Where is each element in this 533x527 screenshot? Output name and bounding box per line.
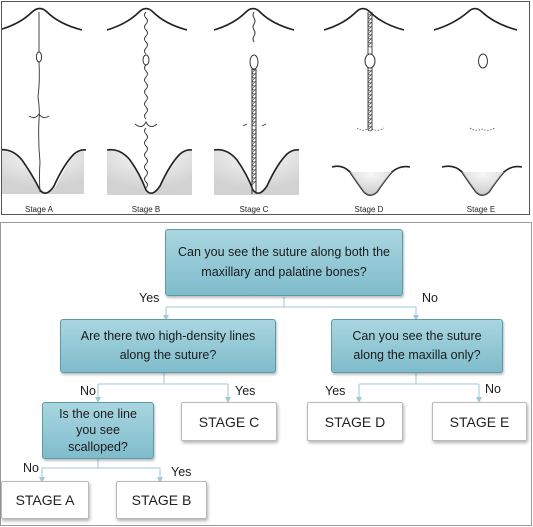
- stage-d-result-box: STAGE D: [307, 402, 403, 441]
- stage-e-result-text: STAGE E: [449, 413, 510, 430]
- q2-yes-label: Yes: [235, 384, 256, 398]
- question-3-box: Can you see the suture along the maxilla…: [331, 319, 503, 373]
- stage-b-result-box: STAGE B: [116, 481, 207, 519]
- stage-a-result-text: STAGE A: [15, 492, 75, 508]
- q3-no-label: No: [485, 382, 501, 396]
- question-1-text: Can you see the suture along both the ma…: [178, 245, 390, 279]
- question-4-text: Is the one line you see scalloped?: [59, 407, 137, 454]
- flowchart-panel: [0, 222, 532, 526]
- question-3-text: Can you see the suture along the maxilla…: [352, 328, 482, 362]
- question-2-box: Are there two high-density lines along t…: [60, 319, 276, 373]
- stage-c-drawing: [213, 7, 300, 195]
- question-2-text: Are there two high-density lines along t…: [80, 328, 256, 362]
- stage-a-label: Stage A: [24, 205, 54, 214]
- stage-d-result-text: STAGE D: [324, 413, 386, 430]
- stage-c-result-text: STAGE C: [198, 413, 260, 430]
- stage-d-label: Stage D: [354, 205, 384, 214]
- stage-b-result-text: STAGE B: [131, 492, 192, 508]
- q1-no-label: No: [422, 291, 438, 305]
- stage-c-result-box: STAGE C: [181, 402, 277, 441]
- stage-b-label: Stage B: [131, 205, 161, 214]
- stage-a-result-box: STAGE A: [1, 481, 89, 519]
- question-1-box: Can you see the suture along both the ma…: [165, 229, 403, 296]
- q1-yes-label: Yes: [139, 291, 160, 305]
- stage-b-drawing: [106, 7, 193, 195]
- question-4-box: Is the one line you see scalloped?: [42, 402, 154, 459]
- q4-yes-label: Yes: [171, 465, 192, 479]
- q2-no-label: No: [80, 384, 96, 398]
- stage-drawings: [0, 7, 523, 196]
- stage-c-label: Stage C: [239, 205, 269, 214]
- stage-e-label: Stage E: [466, 205, 496, 214]
- q3-yes-label: Yes: [325, 384, 346, 398]
- q4-no-label: No: [23, 461, 39, 475]
- stage-a-drawing: [0, 7, 87, 194]
- stage-e-result-box: STAGE E: [432, 402, 527, 441]
- stage-illustrations-panel: Stage A Stage B Stage C Stage D Stage E: [0, 1, 530, 215]
- stage-e-drawing: [433, 7, 523, 196]
- stage-d-drawing: [323, 7, 411, 196]
